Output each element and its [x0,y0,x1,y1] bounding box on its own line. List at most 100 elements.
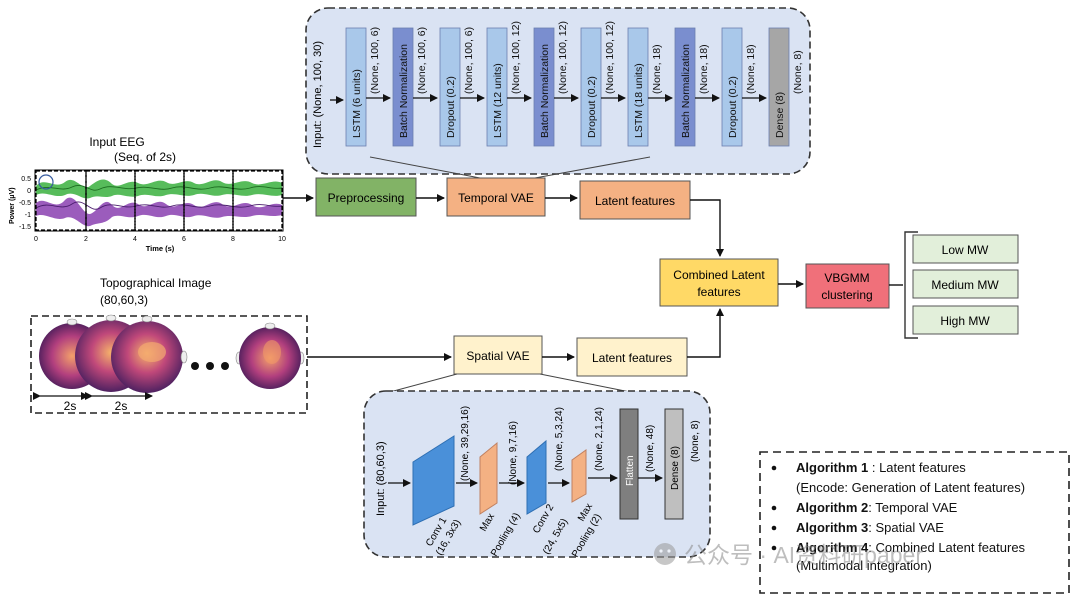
interval-label-2: 2s [115,399,128,413]
temporal-vae-label: Temporal VAE [458,191,534,205]
conv1-shape-label: (None, 39,29,16) [460,406,471,481]
output-high-mw-label: High MW [940,314,990,328]
temporal-layer-label: Dense (8) [774,92,786,138]
temporal-layer-label: LSTM (18 units) [633,63,645,138]
maxpool2-shape-label: (None, 2,1,24) [594,407,605,471]
legend-text: Algorithm 3: Spatial VAE [796,520,944,535]
maxpool1-shape-label: (None, 9,7,16) [508,421,519,485]
legend-text: Algorithm 4: Combined Latent features [796,540,1026,555]
interval-label-1: 2s [64,399,77,413]
eeg-plot [34,169,284,232]
output-medium-mw-box [912,269,1019,299]
vbgmm-label-line1: VBGMM [824,271,869,285]
legend-bullet [771,505,777,511]
legend-bullet [771,525,777,531]
output-low-mw-label: Low MW [942,243,989,257]
topo-head-3 [111,315,188,393]
eeg-subtitle: (Seq. of 2s) [114,150,176,164]
temporal-layer-6: Dropout (0.2) (None, 100, 12) [580,21,626,147]
eeg-ytick-5: -1.5 [19,224,31,231]
temporal-input-label: Input: (None, 100, 30) [312,41,324,148]
temporal-layer-label: Dropout (0.2) [586,76,598,138]
temporal-layer-block [345,27,367,147]
topo-frame [30,315,308,414]
temporal-layer-label: Dropout (0.2) [727,76,739,138]
spatial-panel-connector-left [389,373,458,393]
eeg-xtick-3: 4 [133,236,137,243]
flatten-shape-label: (None, 48) [645,425,656,472]
conv1-block [412,435,455,526]
temporal-layer-label: Batch Normalization [398,44,410,138]
spatial-input-label: Input: (80,60,3) [375,441,387,516]
legend-item-5: Algorithm 4: Combined Latent features [771,540,1026,555]
eeg-ylabel: Power (μV) [9,187,16,224]
algorithm-legend: Algorithm 1 : Latent features (Encode: Ge… [771,460,1026,573]
topo-heads [39,314,305,393]
temporal-layer-block [768,27,790,147]
temporal-layer-stack: LSTM (6 units) (None, 100, 6) Batch Normal… [345,21,804,147]
algorithm-legend-frame [759,451,1070,594]
eeg-window-5 [232,170,283,231]
temporal-layer-8: Batch Normalization(None, 18) [674,27,720,147]
temporal-layer-label: Batch Normalization [680,44,692,138]
topo-head-last [235,322,305,389]
vbgmm-label-line2: clustering [821,288,872,302]
temporal-layer-4: LSTM (12 units)(None, 100, 12) [486,21,532,147]
temporal-layer-shape: (None, 18) [651,44,663,94]
temporal-layer-2: Batch Normalization(None, 100, 6) [392,27,438,147]
ellipsis-dot-1 [191,362,199,370]
temporal-layer-label: LSTM (6 units) [351,69,363,138]
output-medium-mw-label: Medium MW [931,278,999,292]
temporal-layer-shape: (None, 100, 6) [369,27,381,94]
eeg-xlabel: Time (s) [146,244,175,253]
flatten-block [619,408,639,520]
temporal-layer-block [533,27,555,147]
conv2-shape-label: (None, 5,3,24) [554,407,565,471]
temporal-layer-label: LSTM (12 units) [492,63,504,138]
preprocessing-label: Preprocessing [328,191,405,205]
preprocessing-box [315,177,417,217]
combined-latent-box [659,258,779,307]
temporal-layer-3: Dropout (0.2)(None, 100, 6) [439,27,485,147]
temporal-panel-connector-right [534,156,651,179]
spatial-vae-box [453,335,543,375]
output-low-mw-box [912,234,1019,264]
legend-item-1: Algorithm 1 : Latent features [771,460,966,475]
temporal-layer-shape: (None, 8) [792,50,804,94]
watermark: 公众号 · AI资料研paper [654,542,923,568]
temporal-panel-connector-left [369,156,481,179]
watermark-text: 公众号 · AI资料研paper [684,542,923,568]
temporal-layer-10: Dense (8) (None, 8) [768,27,804,147]
eeg-ytick-3: -0.5 [19,200,31,207]
legend-item-3: Algorithm 2: Temporal VAE [771,500,958,515]
latent-features-spatial-label: Latent features [592,351,672,365]
eeg-xtick-6: 10 [278,236,286,243]
eeg-xtick-4: 6 [182,236,186,243]
wechat-icon [654,543,676,565]
vbgmm-box [805,263,890,309]
legend-bullet [771,465,777,471]
flatten-label: Flatten [625,455,636,486]
temporal-layer-block [439,27,461,147]
eeg-xtick-5: 8 [231,236,235,243]
eeg-ytick-2: 0 [27,188,31,195]
temporal-layer-block [486,27,508,147]
dense-label: Dense (8) [670,446,681,490]
eeg-ytick-1: 0.5 [21,176,31,183]
temporal-layer-shape: (None, 100, 12) [604,21,616,94]
spatial-vae-label: Spatial VAE [466,349,529,363]
temporal-layer-block [721,27,743,147]
temporal-layer-block [674,27,696,147]
topo-subtitle: (80,60,3) [100,293,148,307]
combined-latent-label-line1: Combined Latent [673,268,765,282]
temporal-layer-5: Batch Normalization(None, 100, 12) [533,21,579,147]
legend-text: Algorithm 1 : Latent features [796,460,966,475]
eeg-xtick-1: 0 [34,236,38,243]
spatial-panel-connector-right [539,373,631,393]
dense-block [664,408,684,520]
temporal-vae-box [446,177,546,217]
legend-item-2: (Encode: Generation of Latent features) [796,480,1025,495]
temporal-layer-shape: (None, 100, 6) [463,27,475,94]
dense-shape-label: (None, 8) [690,420,701,462]
